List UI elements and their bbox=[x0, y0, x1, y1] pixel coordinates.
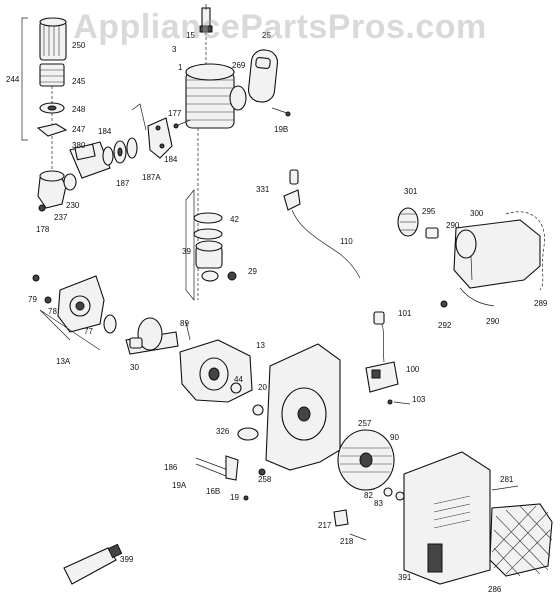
label-19: 19 bbox=[230, 493, 239, 502]
label-290-a: 290 bbox=[446, 221, 460, 230]
label-269: 269 bbox=[232, 61, 246, 70]
label-217: 217 bbox=[318, 521, 332, 530]
label-380: 380 bbox=[72, 141, 86, 150]
carburetor-assembly bbox=[37, 103, 173, 212]
label-3: 3 bbox=[172, 45, 177, 54]
label-184-a: 184 bbox=[98, 127, 112, 136]
label-101: 101 bbox=[398, 309, 412, 318]
fuel-tank bbox=[397, 207, 545, 308]
label-286: 286 bbox=[488, 585, 502, 594]
label-178: 178 bbox=[36, 225, 50, 234]
starter-housing bbox=[403, 451, 519, 585]
label-300: 300 bbox=[470, 209, 484, 218]
label-103: 103 bbox=[412, 395, 426, 404]
intake-grille bbox=[489, 503, 553, 577]
label-257: 257 bbox=[358, 419, 372, 428]
label-44: 44 bbox=[234, 375, 243, 384]
ignition-coil bbox=[365, 311, 411, 405]
fuel-line bbox=[283, 169, 361, 279]
label-331: 331 bbox=[256, 185, 270, 194]
throttle-linkage bbox=[195, 455, 367, 541]
label-13: 13 bbox=[256, 341, 265, 350]
label-78: 78 bbox=[48, 307, 57, 316]
grease-tube bbox=[63, 543, 123, 585]
label-29: 29 bbox=[248, 267, 257, 276]
label-77: 77 bbox=[84, 327, 93, 336]
label-177: 177 bbox=[168, 109, 182, 118]
label-295: 295 bbox=[422, 207, 436, 216]
label-292: 292 bbox=[438, 321, 452, 330]
label-19a: 19A bbox=[172, 481, 187, 490]
part-labels: 250 245 244 248 247 3 1 15 25 269 177 19… bbox=[6, 31, 548, 594]
watermark: AppliancePartsPros.com bbox=[73, 8, 487, 46]
crankcase-left bbox=[32, 274, 117, 351]
label-83: 83 bbox=[374, 499, 383, 508]
crankcase-right bbox=[179, 339, 264, 416]
label-326: 326 bbox=[216, 427, 230, 436]
label-281: 281 bbox=[500, 475, 514, 484]
label-15: 15 bbox=[186, 31, 195, 40]
label-230: 230 bbox=[66, 201, 80, 210]
label-301: 301 bbox=[404, 187, 418, 196]
label-258: 258 bbox=[258, 475, 272, 484]
label-30: 30 bbox=[130, 363, 139, 372]
piston-assembly bbox=[185, 189, 237, 301]
label-237: 237 bbox=[54, 213, 68, 222]
label-218: 218 bbox=[340, 537, 354, 546]
label-42: 42 bbox=[230, 215, 239, 224]
label-187a: 187A bbox=[142, 173, 161, 182]
label-186: 186 bbox=[164, 463, 178, 472]
label-1: 1 bbox=[178, 63, 183, 72]
air-filter-assembly bbox=[21, 17, 68, 170]
label-90: 90 bbox=[390, 433, 399, 442]
label-289: 289 bbox=[534, 299, 548, 308]
label-89: 89 bbox=[180, 319, 189, 328]
cylinder-assembly bbox=[173, 4, 247, 300]
label-184-b: 184 bbox=[164, 155, 178, 164]
label-391: 391 bbox=[398, 573, 412, 582]
label-20: 20 bbox=[258, 383, 267, 392]
label-19b: 19B bbox=[274, 125, 288, 134]
flywheel bbox=[337, 429, 405, 501]
label-247: 247 bbox=[72, 125, 86, 134]
label-290-b: 290 bbox=[486, 317, 500, 326]
label-25: 25 bbox=[262, 31, 271, 40]
label-13a: 13A bbox=[56, 357, 71, 366]
label-250: 250 bbox=[72, 41, 86, 50]
label-187: 187 bbox=[116, 179, 130, 188]
flywheel-housing bbox=[237, 343, 341, 476]
label-79: 79 bbox=[28, 295, 37, 304]
crankshaft bbox=[125, 317, 191, 355]
label-16b: 16B bbox=[206, 487, 220, 496]
label-100: 100 bbox=[406, 365, 420, 374]
label-245: 245 bbox=[72, 77, 86, 86]
label-82: 82 bbox=[364, 491, 373, 500]
muffler-cover bbox=[247, 49, 291, 117]
label-399: 399 bbox=[120, 555, 134, 564]
label-244: 244 bbox=[6, 75, 20, 84]
label-248: 248 bbox=[72, 105, 86, 114]
label-39: 39 bbox=[182, 247, 191, 256]
label-110: 110 bbox=[340, 237, 353, 246]
